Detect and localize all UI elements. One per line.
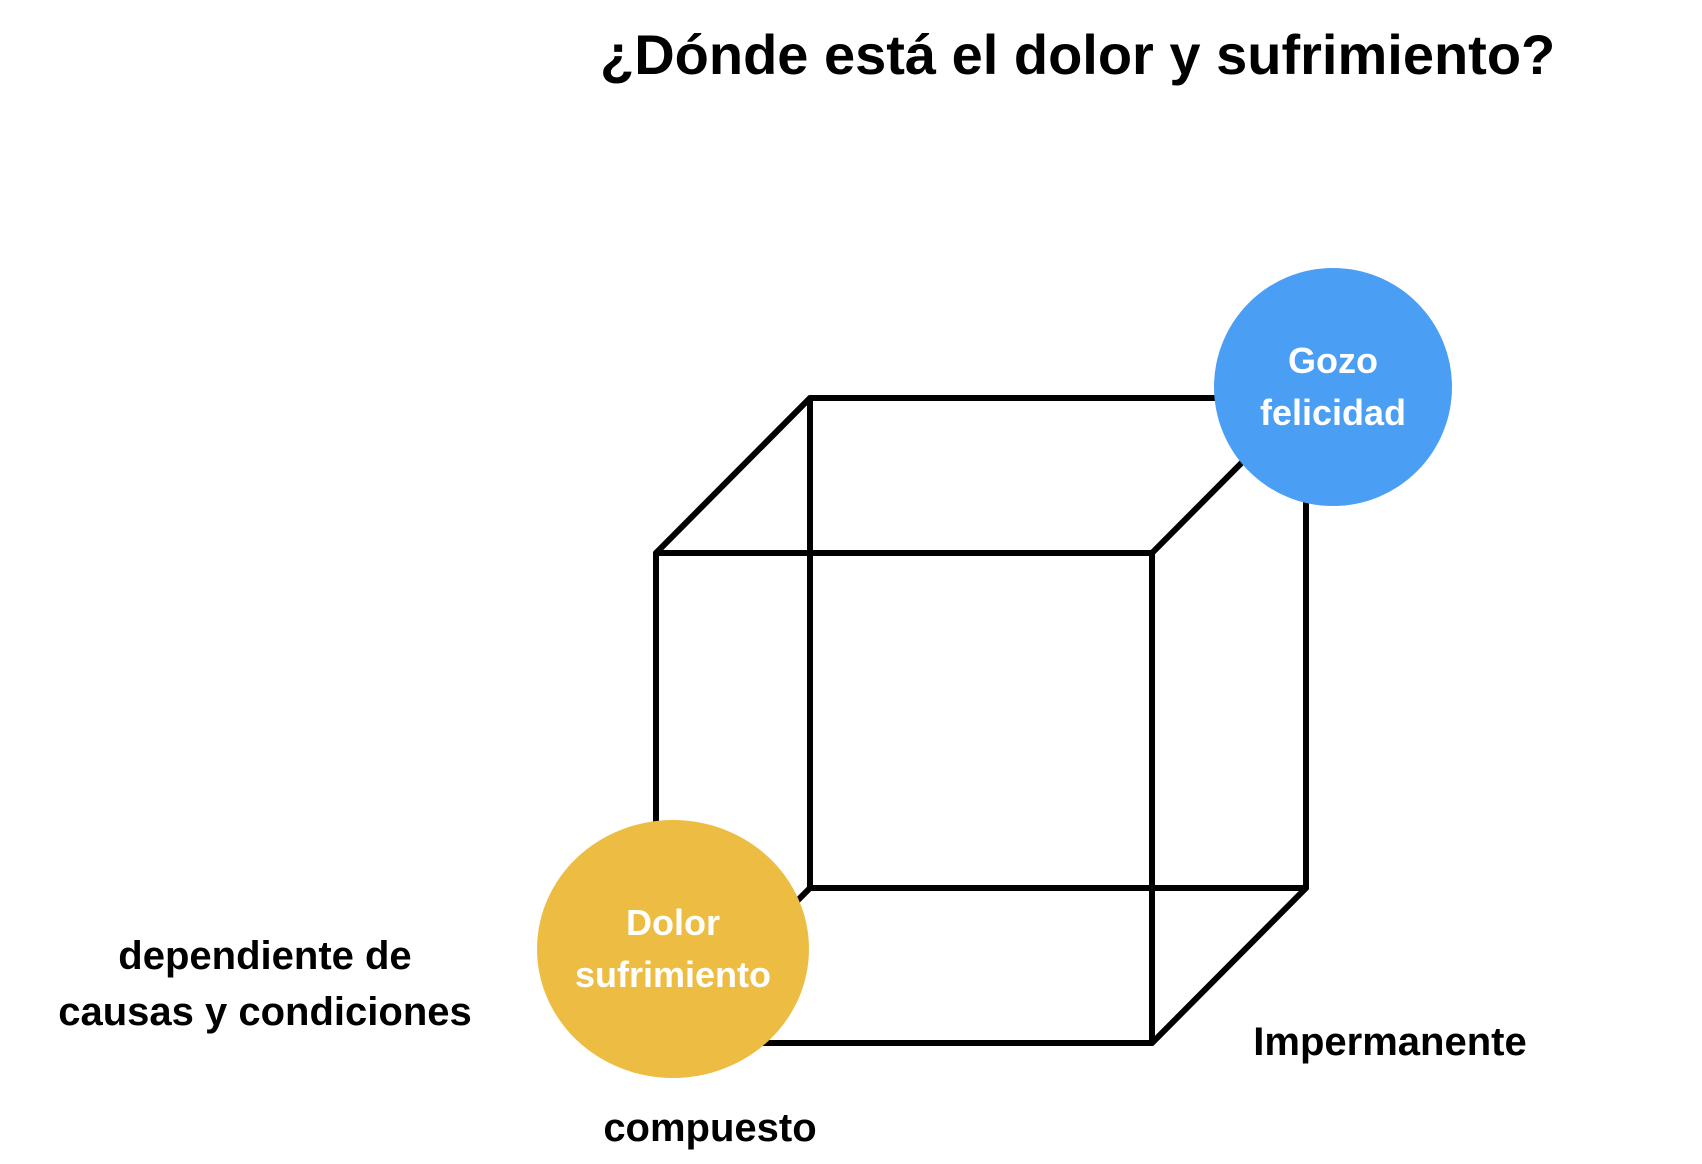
dependent-label: dependiente de causas y condiciones (0, 928, 530, 1040)
joy-circle: Gozo felicidad (1214, 268, 1452, 506)
cube-back-face (807, 395, 1309, 891)
impermanent-label: Impermanente (1253, 1020, 1527, 1064)
pain-circle-line1: Dolor (626, 902, 720, 943)
cube-front-face (653, 550, 1155, 1046)
cube-edge-bottom-right (1149, 885, 1309, 1046)
cube-edge-top-left (653, 395, 813, 556)
dependent-label-line1: dependiente de (118, 934, 412, 978)
dependent-label-line2: causas y condiciones (58, 990, 472, 1034)
compound-label: compuesto (603, 1106, 817, 1150)
slide-title: ¿Dónde está el dolor y sufrimiento? (600, 23, 1556, 86)
joy-circle-line2: felicidad (1259, 392, 1407, 433)
joy-circle-line1: Gozo (1288, 340, 1378, 381)
pain-circle: Dolor sufrimiento (537, 820, 809, 1078)
pain-circle-line2: sufrimiento (574, 954, 771, 995)
